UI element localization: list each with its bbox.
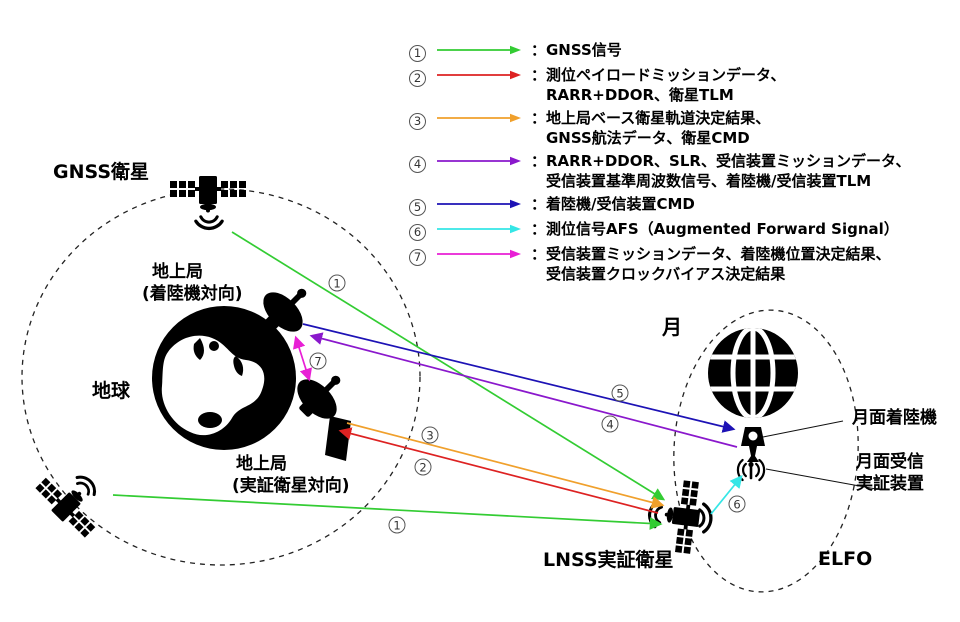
legend-arrow-icon <box>435 66 523 87</box>
flow-arrow-2-lnss-to-ground <box>338 427 659 514</box>
legend-arrow-icon <box>435 152 523 173</box>
lunar-receiver-label: 月面受信 実証装置 <box>856 451 924 495</box>
lnss-satellite-icon <box>643 475 706 557</box>
flow-arrow-7-ground-to-ground <box>293 335 312 382</box>
legend-number: 5 <box>409 195 433 216</box>
legend: 1 ：GNSS信号 2 ：測位ペイロードミッションデータ、RARR+DDOR、衛星TL… <box>409 41 949 288</box>
legend-arrow-icon <box>435 195 523 216</box>
legend-item-3: 3 ：地上局ベース衛星軌道決定結果、GNSS航法データ、衛星CMD <box>409 109 949 148</box>
legend-label: ：着陸機/受信装置CMD <box>531 195 695 213</box>
ground-station-sat-label-line1: 地上局 <box>236 454 287 474</box>
gnss-satellite-2-icon <box>30 455 118 543</box>
flow-arrow-4-lander-to-ground <box>309 332 738 448</box>
flow-arrow-5-ground-to-lander <box>302 323 736 433</box>
legend-arrow-icon <box>435 245 523 266</box>
flow-arrow-6-lnss-to-receiver <box>710 475 743 515</box>
legend-item-4: 4 ：RARR+DDOR、SLR、受信装置ミッションデータ、受信装置基準周波数信号… <box>409 152 949 191</box>
legend-arrow-icon <box>435 220 523 241</box>
moon-icon <box>708 328 798 418</box>
ground-dish-2-support <box>325 416 351 461</box>
moon-label: 月 <box>662 315 682 339</box>
gnss-satellite-icon <box>168 174 248 231</box>
legend-item-2: 2 ：測位ペイロードミッションデータ、RARR+DDOR、衛星TLM <box>409 66 949 105</box>
ground-station-sat-label: 地上局 (実証衛星対向) <box>232 453 350 497</box>
legend-number: 4 <box>409 152 433 173</box>
lunar-receiver-label-line2: 実証装置 <box>856 474 924 494</box>
flow-arrow-1-gnss2-to-lnss <box>112 494 663 530</box>
legend-item-5: 5 ：着陸機/受信装置CMD <box>409 195 949 216</box>
legend-number: 3 <box>409 109 433 130</box>
legend-item-6: 6 ：測位信号AFS（Augmented Forward Signal） <box>409 220 949 241</box>
legend-label: ：測位信号AFS（Augmented Forward Signal） <box>531 220 899 238</box>
lnss-signal-waves-icon <box>698 502 713 534</box>
ground-station-lander-label: 地上局 (着陸機対向) <box>142 261 243 305</box>
ground-station-lander-label-line1: 地上局 <box>152 262 203 282</box>
ground-station-sat-label-line2: (実証衛星対向) <box>232 476 350 496</box>
legend-number: 6 <box>409 220 433 241</box>
legend-arrow-icon <box>435 109 523 130</box>
legend-label: ：受信装置ミッションデータ、着陸機位置決定結果、受信装置クロックバイアス決定結果 <box>531 245 891 283</box>
lunar-lander-label: 月面着陸機 <box>852 408 937 428</box>
legend-arrow-icon <box>435 41 523 62</box>
flow-marker-6: 6 <box>728 495 746 513</box>
elfo-orbit-ellipse <box>673 309 859 593</box>
lunar-lander-icon <box>741 427 765 462</box>
legend-item-1: 1 ：GNSS信号 <box>409 41 949 62</box>
flow-marker-4: 4 <box>601 415 619 433</box>
flow-marker-1b: 1 <box>388 516 406 534</box>
legend-number: 1 <box>409 41 433 62</box>
legend-label: ：RARR+DDOR、SLR、受信装置ミッションデータ、受信装置基準周波数信号、… <box>531 152 911 190</box>
ground-station-lander-label-line2: (着陸機対向) <box>142 284 243 304</box>
flow-marker-3: 3 <box>421 426 439 444</box>
gnss-satellite-label: GNSS衛星 <box>53 161 150 183</box>
legend-number: 7 <box>409 245 433 266</box>
legend-label: ：GNSS信号 <box>531 41 622 59</box>
legend-label: ：地上局ベース衛星軌道決定結果、GNSS航法データ、衛星CMD <box>531 109 771 147</box>
lunar-receiver-label-line1: 月面受信 <box>856 452 924 472</box>
earth-label: 地球 <box>92 380 131 402</box>
ground-dish-sat-icon <box>286 359 357 430</box>
elfo-label: ELFO <box>818 548 873 570</box>
legend-number: 2 <box>409 66 433 87</box>
flow-marker-2: 2 <box>414 458 432 476</box>
lnss-satellite-label: LNSS実証衛星 <box>543 549 674 571</box>
flow-marker-7: 7 <box>309 352 327 370</box>
flow-arrow-3-ground-to-lnss <box>346 422 665 509</box>
flow-marker-1a: 1 <box>328 274 346 292</box>
receiver-pointer-line <box>765 468 877 490</box>
legend-label: ：測位ペイロードミッションデータ、RARR+DDOR、衛星TLM <box>531 66 786 104</box>
lander-pointer-line <box>762 420 844 438</box>
flow-arrow-1-gnss-to-lnss <box>231 231 666 501</box>
lunar-receiver-icon <box>736 458 766 482</box>
legend-item-7: 7 ：受信装置ミッションデータ、着陸機位置決定結果、受信装置クロックバイアス決定結… <box>409 245 949 284</box>
earth-icon <box>152 306 296 450</box>
flow-marker-5: 5 <box>611 384 629 402</box>
